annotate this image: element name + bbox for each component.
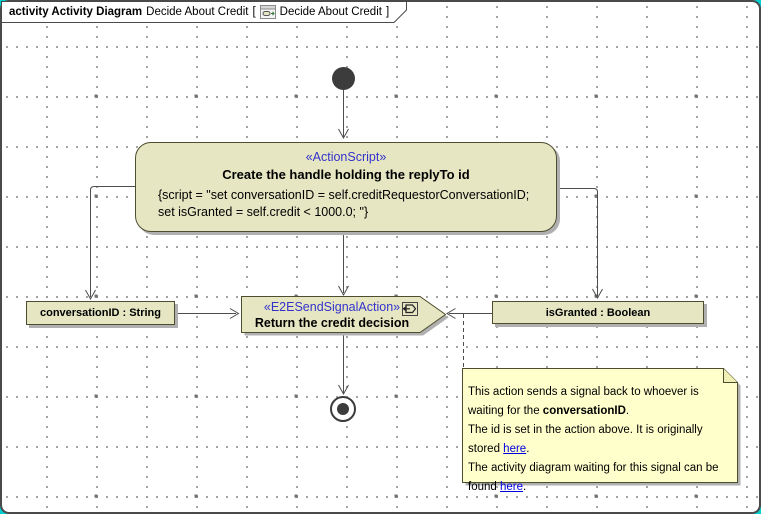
note-text-segment: . — [526, 443, 530, 455]
send-signal-name: Return the credit decision — [254, 316, 410, 330]
note-text-segment: The activity diagram waiting for this si… — [468, 462, 719, 493]
note-link-here[interactable]: here — [499, 481, 524, 493]
tab-bracket-close: ] — [385, 5, 390, 18]
note-link-here[interactable]: here — [503, 443, 527, 455]
pin-conversationid[interactable]: conversationID : String — [26, 301, 175, 325]
action-name: Create the handle holding the replyTo id — [222, 167, 470, 182]
diagram-frame-tab[interactable]: activity Activity Diagram Decide About C… — [1, 1, 409, 23]
initial-node[interactable] — [332, 67, 355, 90]
tab-shape — [1, 1, 407, 23]
tab-diagram-name: Decide About Credit — [146, 5, 249, 18]
note-text-segment: conversationID — [542, 405, 626, 417]
action-script-line: {script = "set conversationID = self.cre… — [158, 188, 530, 202]
note-text-segment: The id is set in the action above. It is… — [468, 424, 703, 455]
activity-diagram-icon — [259, 4, 276, 19]
pin-conversationid-label: conversationID : String — [39, 307, 162, 319]
pin-isgranted-label: isGranted : Boolean — [545, 306, 651, 319]
action-node-create-handle[interactable]: «ActionScript» Create the handle holding… — [135, 142, 557, 232]
note-text-segment: . — [523, 481, 527, 493]
tab-diagram-kind: activity Activity Diagram — [9, 5, 143, 18]
send-signal-stereotype: «E2ESendSignalAction» — [263, 300, 401, 314]
tab-bracket-open: [ — [252, 5, 256, 18]
final-node[interactable] — [330, 396, 356, 422]
tab-frame-name: Decide About Credit — [279, 5, 382, 18]
send-signal-node[interactable]: «E2ESendSignalAction» Return the credit … — [243, 299, 421, 331]
note-text-segment: This action sends a signal back to whoev… — [468, 386, 699, 417]
pin-isgranted[interactable]: isGranted : Boolean — [492, 301, 704, 324]
note-text-segment: . — [625, 405, 630, 417]
final-node-dot — [337, 403, 349, 415]
send-signal-icon — [402, 302, 418, 316]
action-script-line: set isGranted = self.credit < 1000.0; "} — [158, 205, 369, 219]
note-text: This action sends a signal back to whoev… — [468, 383, 730, 497]
action-stereotype: «ActionScript» — [305, 150, 387, 164]
